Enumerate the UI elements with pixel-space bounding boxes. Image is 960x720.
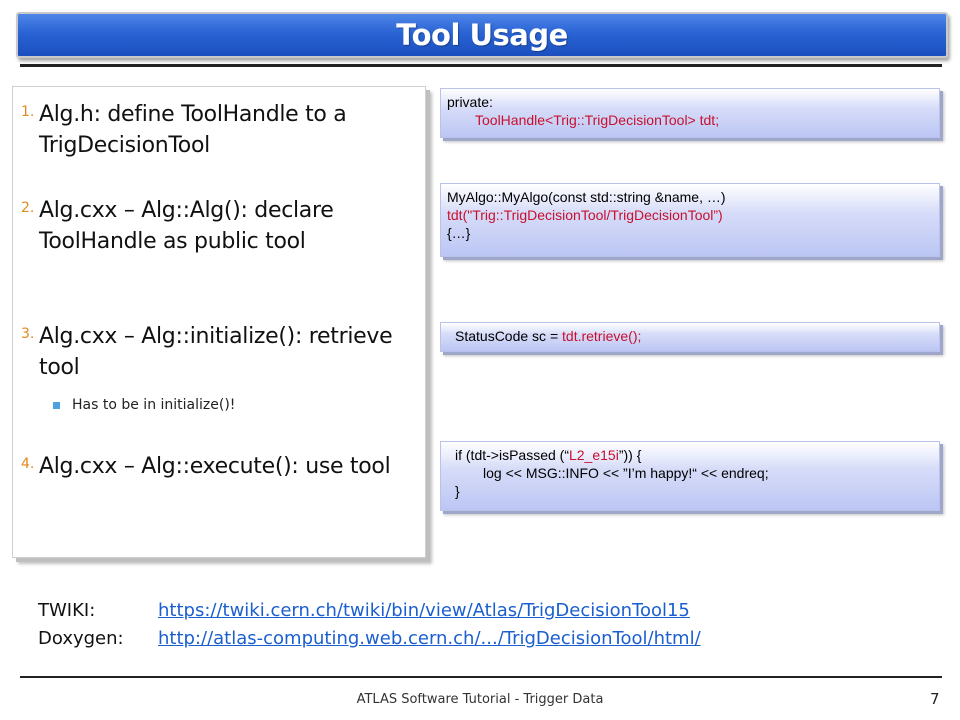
code-box-constructor: MyAlgo::MyAlgo(const std::string &name, … (440, 183, 940, 257)
code-text: if (tdt->isPassed (“ (455, 447, 569, 463)
slide-title: Tool Usage (396, 18, 568, 52)
code-text: ”)) { (618, 447, 642, 463)
page-number: 7 (930, 690, 940, 708)
step-text: Alg.h: define ToolHandle to a TrigDecisi… (39, 102, 347, 158)
step-1: 1. Alg.h: define ToolHandle to a TrigDec… (21, 99, 421, 161)
link-label: Doxygen: (38, 628, 124, 649)
code-box-execute: if (tdt->isPassed (“L2_e15i”)) { log << … (440, 441, 940, 511)
top-divider (20, 64, 942, 67)
code-line: if (tdt->isPassed (“L2_e15i”)) { (455, 446, 933, 464)
code-line: MyAlgo::MyAlgo(const std::string &name, … (447, 189, 726, 205)
code-box-retrieve: StatusCode sc = tdt.retrieve(); (440, 322, 940, 352)
step-number: 2. (21, 200, 35, 216)
twiki-link[interactable]: https://twiki.cern.ch/twiki/bin/view/Atl… (158, 600, 690, 621)
code-line: } (455, 483, 460, 499)
step-2: 2. Alg.cxx – Alg::Alg(): declare ToolHan… (21, 195, 421, 257)
link-row-doxygen: Doxygen: http://atlas-computing.web.cern.… (38, 628, 701, 649)
link-row-twiki: TWIKI: https://twiki.cern.ch/twiki/bin/vi… (38, 600, 690, 621)
step-number: 4. (21, 456, 35, 472)
code-line: ToolHandle<Trig::TrigDecisionTool> tdt; (475, 112, 720, 128)
step-number: 1. (21, 104, 35, 120)
code-line: tdt("Trig::TrigDecisionTool/TrigDecision… (447, 207, 723, 223)
step-text: Alg.cxx – Alg::Alg(): declare ToolHandle… (39, 198, 334, 254)
code-line: private: (447, 94, 493, 110)
bottom-divider (20, 676, 942, 678)
square-bullet-icon (53, 401, 60, 409)
code-line: log << MSG::INFO << ”I’m happy!“ << endr… (483, 465, 769, 481)
code-text: StatusCode sc = (455, 328, 563, 344)
step-text: Alg.cxx – Alg::execute(): use tool (39, 454, 391, 479)
step-number: 3. (21, 326, 35, 342)
sub-bullet: Has to be in initialize()! (53, 397, 235, 413)
code-line: {…} (447, 225, 471, 241)
steps-panel: 1. Alg.h: define ToolHandle to a TrigDec… (12, 86, 426, 558)
code-box-declare: private: ToolHandle<Trig::TrigDecisionTo… (440, 88, 940, 138)
step-4: 4. Alg.cxx – Alg::execute(): use tool (21, 451, 421, 482)
link-label: TWIKI: (38, 600, 96, 621)
doxygen-link[interactable]: http://atlas-computing.web.cern.ch/.../T… (158, 628, 701, 649)
title-bar: Tool Usage (16, 12, 948, 58)
step-3: 3. Alg.cxx – Alg::initialize(): retrieve… (21, 321, 421, 383)
sub-bullet-text: Has to be in initialize()! (72, 397, 236, 413)
code-text-highlight: L2_e15i (568, 447, 619, 463)
step-text: Alg.cxx – Alg::initialize(): retrieve to… (39, 324, 393, 380)
footer-text: ATLAS Software Tutorial - Trigger Data (356, 692, 604, 707)
code-text-highlight: tdt.retrieve(); (562, 328, 642, 344)
